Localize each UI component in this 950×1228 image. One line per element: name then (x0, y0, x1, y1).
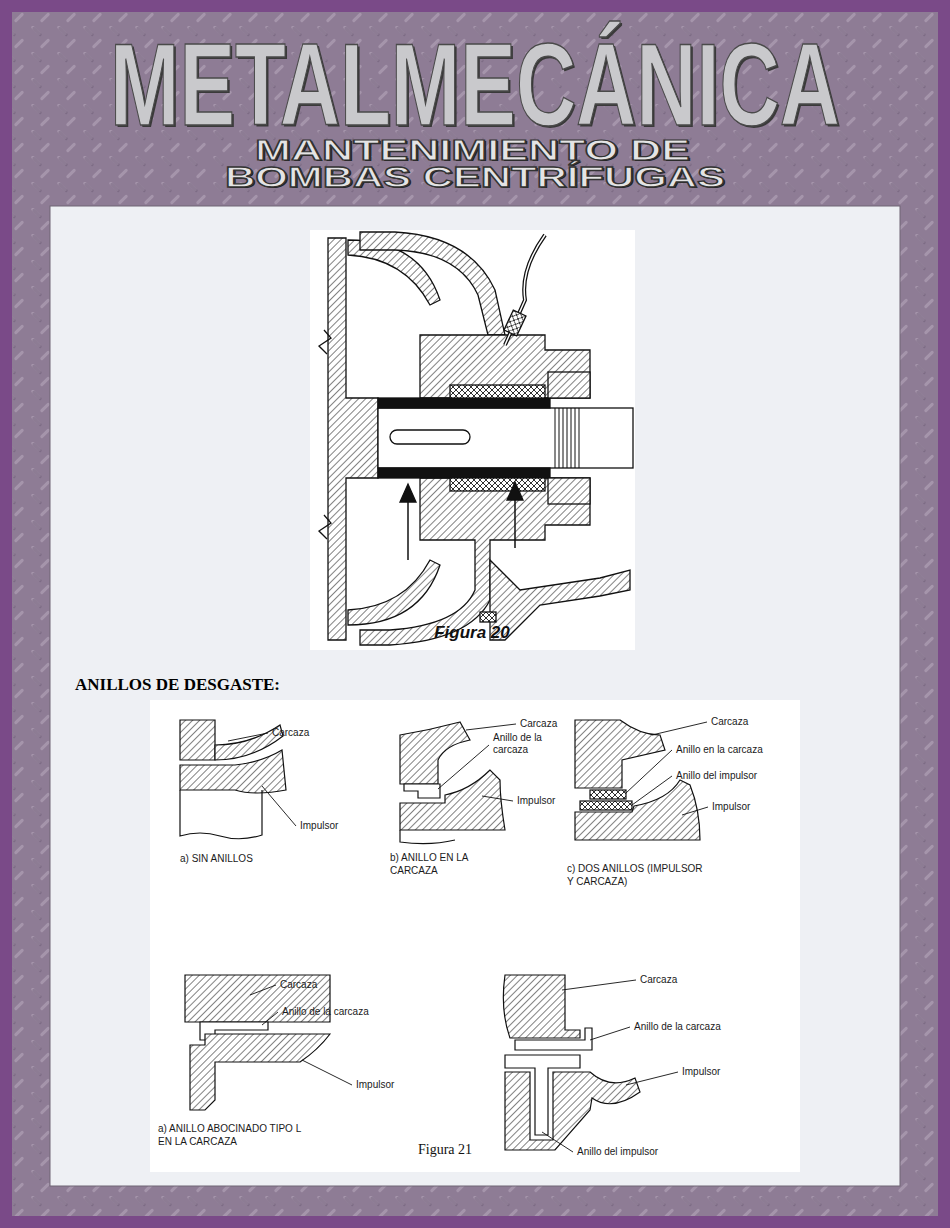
figure-caption: Figura 21 (418, 1142, 472, 1157)
pump-section (450, 385, 545, 398)
section-heading: ANILLOS DE DESGASTE: (75, 676, 280, 695)
wear-ring-section (580, 801, 632, 810)
pump-section (548, 372, 590, 398)
leader-line (542, 1132, 573, 1152)
wear-ring-section (400, 722, 470, 784)
leader-line (652, 722, 707, 735)
part-label: Impulsor (682, 1066, 720, 1078)
wear-ring-section (190, 1034, 330, 1110)
part-label: Anillo de la carcaza (493, 732, 553, 756)
pump-section (480, 612, 496, 622)
subfigure-caption: a) ANILLO ABOCINADO TIPO L EN LA CARCAZA (158, 1122, 308, 1148)
part-label: Anillo del impulsor (676, 770, 757, 782)
pump-section (505, 235, 545, 345)
pump-section (548, 478, 590, 504)
pump-section (450, 478, 545, 491)
wear-ring-section (503, 975, 580, 1038)
subfigure-caption: c) DOS ANILLOS (IMPULSOR Y CARCAZA) (567, 862, 708, 888)
pump-section (390, 430, 470, 444)
pump-section (555, 408, 579, 468)
pump-section (378, 408, 633, 468)
part-label: Carcaza (640, 974, 677, 986)
wear-ring-section (575, 780, 700, 840)
wear-ring-section (400, 770, 505, 830)
frame (12, 12, 938, 1216)
wear-ring-section (400, 830, 455, 844)
pump-section (507, 482, 523, 500)
pump-section (319, 515, 331, 539)
leader-line (302, 1060, 352, 1085)
frame (50, 206, 900, 1186)
leader-line (466, 724, 516, 730)
wear-ring-section (590, 790, 626, 799)
part-label: Carcaza (272, 727, 309, 739)
leader-line (228, 733, 268, 741)
pump-section (400, 484, 416, 502)
pump-section (378, 468, 550, 478)
leader-line (262, 1012, 278, 1025)
wear-ring-section (180, 790, 262, 839)
pump-section (319, 232, 633, 645)
wear-ring-section (180, 720, 215, 760)
frame (12, 12, 938, 1216)
leader-line (626, 1072, 678, 1085)
leader-line (482, 796, 513, 801)
figure-panel (150, 700, 800, 1172)
leader-line (626, 750, 672, 793)
leader-line (228, 722, 708, 1152)
pump-section (348, 560, 440, 625)
subtitle: MANTENIMIENTO DE (255, 136, 690, 165)
pump-section (504, 310, 526, 336)
wear-ring-section (515, 1028, 592, 1050)
part-label: Impulsor (356, 1079, 394, 1091)
leader-line (682, 807, 708, 815)
figure-panel (310, 230, 635, 650)
wear-ring-section (180, 750, 286, 793)
pump-section (490, 560, 630, 640)
figure-panel (150, 230, 800, 1172)
part-label: Carcaza (280, 979, 317, 991)
leader-line (262, 786, 296, 826)
part-label: Carcaza (520, 718, 557, 730)
pump-section (360, 478, 590, 645)
pump-section (505, 235, 545, 345)
leader-line (632, 776, 672, 805)
wear-ring-section (505, 1072, 640, 1150)
figure-caption: Figura 20 (434, 624, 510, 643)
subfigure-caption: a) SIN ANILLOS (180, 852, 253, 865)
part-label: Anillo del impulsor (577, 1146, 658, 1158)
pump-section (360, 232, 505, 335)
part-label: Anillo de la carcaza (634, 1021, 721, 1033)
pump-section (378, 398, 550, 408)
part-label: Impulsor (517, 795, 555, 807)
leader-line (250, 985, 276, 995)
leader-line (562, 980, 636, 990)
wear-ring-section (404, 784, 440, 798)
subfigure-caption: b) ANILLO EN LA CARCAZA (390, 851, 485, 877)
wear-ring-section (575, 720, 665, 788)
wear-ring-section (180, 720, 700, 1150)
pump-section (514, 498, 516, 548)
pump-section (407, 500, 409, 560)
leader-line (590, 1027, 630, 1040)
part-label: Carcaza (711, 716, 748, 728)
leader-line (438, 745, 489, 789)
part-label: Anillo de la carcaza (282, 1006, 369, 1018)
pump-section (328, 238, 378, 640)
subtitle: BOMBAS CENTRÍFUGAS (225, 162, 725, 192)
part-label: Anillo en la carcaza (676, 744, 763, 756)
pump-section (319, 330, 331, 354)
part-label: Impulsor (712, 801, 750, 813)
page-title: METALMECÁNICA (110, 26, 840, 143)
part-label: Impulsor (300, 820, 338, 832)
